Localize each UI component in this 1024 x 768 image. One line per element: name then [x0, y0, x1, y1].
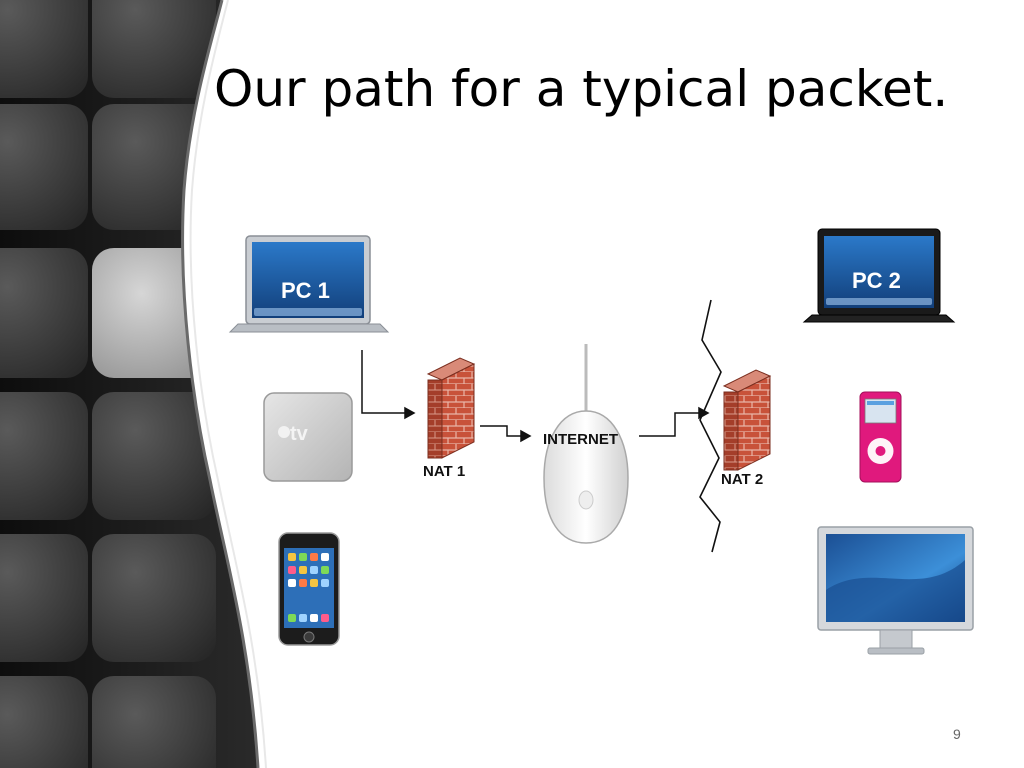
apple-tv-label: tv [290, 423, 308, 445]
nat2-label: NAT 2 [721, 471, 764, 488]
ipod-icon [859, 391, 902, 483]
iphone-icon [278, 532, 340, 646]
connector-internet-nat2 [639, 406, 710, 437]
nat2-firewall-icon [722, 369, 772, 471]
network-boundary-zigzag [699, 299, 722, 553]
internet-label: INTERNET [543, 431, 618, 448]
nat1-firewall-icon [426, 357, 476, 459]
slide-title: Our path for a typical packet. [214, 60, 949, 118]
connector-pc1-nat1 [361, 350, 416, 420]
pc1-label: PC 1 [281, 278, 330, 303]
connector-nat1-internet [480, 425, 532, 443]
internet-mouse-icon [543, 344, 629, 544]
monitor-icon [817, 526, 974, 655]
pc1-laptop-icon [228, 235, 390, 333]
nat1-label: NAT 1 [423, 463, 466, 480]
pc2-laptop-icon [802, 228, 956, 323]
pc2-label: PC 2 [852, 268, 901, 293]
decorative-sidebar [0, 0, 267, 768]
apple-tv-icon [263, 392, 353, 482]
page-number: 9 [953, 726, 961, 742]
